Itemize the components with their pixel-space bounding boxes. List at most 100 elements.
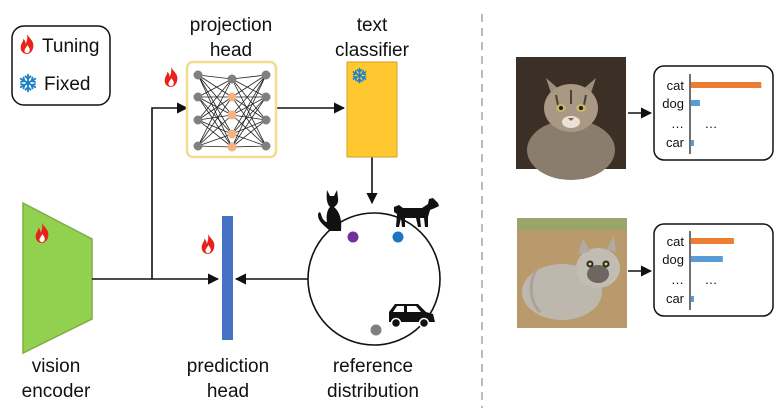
network-neuron (193, 141, 203, 151)
network-edge (197, 133, 233, 147)
vision-encoder-label-line1: vision (32, 356, 81, 377)
network-edge (231, 119, 267, 148)
network-edge (231, 78, 267, 98)
flame-icon (164, 67, 178, 87)
network-edge (197, 74, 233, 98)
example-grey-cat: cat dog … … car (517, 218, 774, 328)
network-edge (197, 96, 233, 116)
network-edge (231, 96, 267, 135)
score-label-car: car (666, 135, 685, 150)
network-edge (197, 78, 233, 121)
flame-icon (201, 234, 215, 254)
reference-distribution-label-line2: distribution (327, 381, 419, 402)
network-edge (197, 74, 233, 116)
score-bar-dog (691, 256, 723, 262)
network-neuron (193, 70, 203, 80)
distribution-point-dog (392, 231, 404, 243)
network-neuron (227, 92, 237, 102)
vision-encoder-label-line2: encoder (22, 381, 91, 402)
score-label-dog: dog (662, 252, 684, 267)
network-neuron (261, 141, 271, 151)
projection-head: projection head (164, 15, 278, 159)
network-neuron (193, 92, 203, 102)
network-edge (231, 74, 267, 98)
network-neuron (261, 70, 271, 80)
network-edge (231, 114, 267, 147)
score-label-ellipsis: … (671, 272, 684, 287)
legend-box (11, 25, 111, 106)
example-cat: cat dog … … car (516, 57, 774, 180)
distribution-point-car (370, 324, 382, 336)
network-edge (197, 74, 233, 80)
network-edge (231, 96, 267, 121)
prediction-head: prediction head (187, 216, 269, 402)
network-neuron (261, 115, 271, 125)
network-edge (197, 74, 233, 148)
network-edge (231, 78, 267, 121)
reference-distribution: reference distribution (307, 190, 441, 402)
grey-cat-photo (517, 218, 627, 328)
prediction-head-label-line2: head (207, 381, 249, 402)
network-neuron (193, 115, 203, 125)
score-bar-cat (691, 82, 762, 88)
score-bar-dog (691, 100, 700, 106)
network-edge (231, 74, 267, 80)
encoder-to-projection-arrow (151, 102, 189, 279)
cat-photo (516, 57, 626, 180)
network-edge (197, 145, 233, 148)
network-neuron (261, 92, 271, 102)
score-ellipsis-bars: … (705, 116, 718, 131)
network-edge (197, 78, 233, 147)
score-bar-car (691, 296, 694, 302)
network-neuron (227, 129, 237, 139)
network-edge (231, 133, 267, 147)
score-label-car: car (666, 291, 685, 306)
score-chart-box (653, 65, 774, 161)
legend-fixed-label: Fixed (44, 74, 90, 95)
legend: Tuning Fixed (11, 25, 111, 106)
text-classifier: text classifier (335, 15, 410, 158)
network-neuron (227, 142, 237, 152)
cat-silhouette-icon (318, 190, 342, 231)
car-silhouette-icon (389, 304, 435, 329)
network-edge (197, 119, 233, 135)
network-edge (231, 96, 267, 148)
network-edge (231, 119, 267, 135)
legend-tuning-label: Tuning (42, 36, 99, 57)
score-label-cat: cat (667, 78, 685, 93)
network-edge (231, 114, 267, 121)
projection-head-label-line1: projection (190, 15, 272, 36)
score-ellipsis-bars: … (705, 272, 718, 287)
network-edge (231, 145, 267, 148)
connectors (92, 102, 378, 285)
score-bar-cat (691, 238, 734, 244)
network-neuron (227, 110, 237, 120)
network-edge (197, 74, 233, 135)
network-edge (197, 114, 233, 147)
network-edge (231, 74, 267, 116)
vision-encoder: vision encoder (22, 201, 93, 402)
network-edge (197, 96, 233, 135)
network-edge (197, 96, 233, 121)
projection-head-box (185, 60, 278, 159)
score-label-cat: cat (667, 234, 685, 249)
projection-head-label-line2: head (210, 40, 252, 61)
network-edge (197, 114, 233, 121)
dog-silhouette-icon (394, 198, 439, 227)
text-classifier-label-line1: text (357, 15, 388, 36)
network-edge (197, 78, 233, 98)
score-chart-box (653, 223, 774, 317)
prediction-head-block (222, 216, 233, 340)
prediction-head-label-line1: prediction (187, 356, 269, 377)
network-edge (231, 96, 267, 116)
text-classifier-label-line2: classifier (335, 40, 410, 61)
network-edge (231, 74, 267, 148)
reference-distribution-label-line1: reference (333, 356, 413, 377)
network-edge (197, 119, 233, 148)
distribution-point-cat (347, 231, 359, 243)
neural-network (193, 70, 271, 152)
score-bar-car (691, 140, 694, 146)
network-edge (197, 96, 233, 147)
vision-encoder-shape (22, 201, 93, 355)
